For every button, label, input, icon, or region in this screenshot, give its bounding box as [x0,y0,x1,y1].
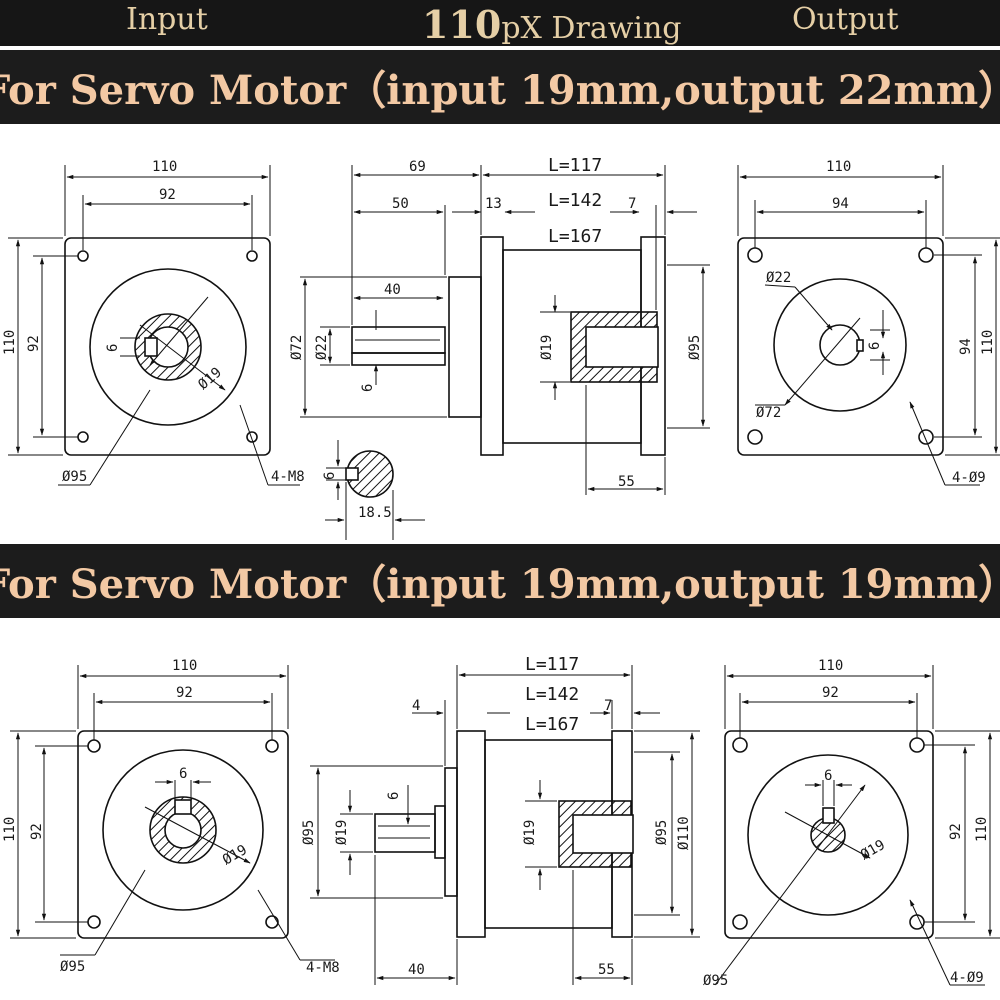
s2-out-height-110: 110 [974,817,990,842]
header-drawing-title: 110pX Drawing [422,2,682,47]
s2-in-pcd-d95: Ø95 [60,959,85,975]
s1-out-width-110: 110 [826,159,851,175]
s1-side-d19: Ø19 [539,335,555,360]
header-divider [0,46,1000,50]
s1-length-167: L=167 [548,226,602,247]
s1-input-flange-view [8,165,300,486]
s1-side-view [300,165,710,495]
s1-in-boltspan-v92: 92 [26,335,42,352]
s2-in-width-110: 110 [172,658,197,674]
s1-out-height-110: 110 [980,330,996,355]
s1-out-boltspan-v94: 94 [958,338,974,355]
s1-side-key-6: 6 [360,384,376,392]
s2-out-pcd-d95: Ø95 [703,973,728,989]
s2-length-167: L=167 [525,714,579,735]
s2-out-width-110: 110 [818,658,843,674]
s2-side-key-6: 6 [386,792,402,800]
s2-side-7: 7 [604,698,612,714]
s2-length-117: L=117 [525,654,579,675]
s1-side-40: 40 [384,282,401,298]
s1-in-boltspan-92: 92 [159,187,176,203]
s2-side-d95-pilot: Ø95 [654,820,670,845]
header-input-label: Input [126,2,208,37]
s1-out-boltspan-94: 94 [832,196,849,212]
s2-input-flange-view [10,665,335,961]
s1-output-flange-view [737,165,1000,486]
s1-side-d72: Ø72 [289,335,305,360]
s1-out-pilot-d72: Ø72 [756,405,781,421]
s2-in-boltspan-v92: 92 [29,823,45,840]
s1-side-55: 55 [618,474,635,490]
s2-in-holes-4m8: 4-M8 [306,960,340,976]
s2-side-view [310,665,700,985]
s2-side-55: 55 [598,962,615,978]
s1-side-7: 7 [628,196,636,212]
s2-side-d19-bore: Ø19 [522,820,538,845]
s1-length-142: L=142 [548,190,602,211]
s2-in-height-110: 110 [2,817,18,842]
s2-in-key-6: 6 [179,766,187,782]
s2-side-40: 40 [408,962,425,978]
section-title-22mm: For Servo Motor（input 19mm,output 22mm） [0,50,1000,124]
section-title-19mm: For Servo Motor（input 19mm,output 19mm） [0,544,1000,618]
s1-out-key-6: 6 [867,342,883,350]
s1-length-117: L=117 [548,155,602,176]
s1-in-bore-d19: Ø19 [195,365,225,394]
s1-side-69: 69 [409,159,426,175]
s1-side-13: 13 [485,196,502,212]
s1-key-detail [325,440,425,540]
s1-out-holes-4d9: 4-Ø9 [952,470,986,486]
s2-side-4: 4 [412,698,420,714]
s1-in-width-110: 110 [152,159,177,175]
top-header-bar: Input 110pX Drawing Output [0,0,1000,47]
s2-out-holes-4d9: 4-Ø9 [950,970,984,986]
header-model-number: 110 [422,2,502,47]
s1-out-bore-d22: Ø22 [766,270,791,286]
s2-output-flange-view [714,665,1000,986]
header-drawing-label: pX Drawing [501,11,682,46]
s1-side-d95: Ø95 [687,335,703,360]
s1-key-detail-18-5: 18.5 [358,505,392,521]
s2-in-bore-d19: Ø19 [220,842,250,869]
s2-length-142: L=142 [525,684,579,705]
s2-out-key-6: 6 [824,768,832,784]
s2-out-boltspan-92: 92 [822,685,839,701]
s2-side-d19-shaft: Ø19 [334,820,350,845]
s1-in-key-6: 6 [105,344,121,352]
s1-side-50: 50 [392,196,409,212]
header-output-label: Output [792,2,899,37]
s2-out-bore-d19: Ø19 [858,837,888,864]
s2-in-boltspan-92: 92 [176,685,193,701]
s1-key-detail-6: 6 [322,472,338,480]
s1-side-d22: Ø22 [314,335,330,360]
s1-in-pcd-d95: Ø95 [62,469,87,485]
s1-in-holes-4m8: 4-M8 [271,469,305,485]
s2-side-d95: Ø95 [301,820,317,845]
s1-in-height-110: 110 [2,330,18,355]
s2-side-d110: Ø110 [676,816,692,850]
s2-out-boltspan-v92: 92 [948,823,964,840]
